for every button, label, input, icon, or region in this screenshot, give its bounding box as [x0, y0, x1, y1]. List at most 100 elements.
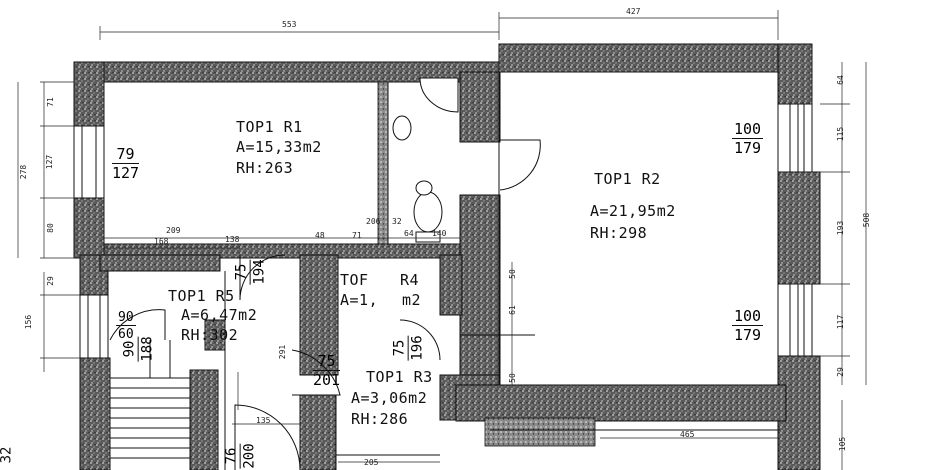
wall-left-upper — [73, 61, 105, 127]
window-mark-r2-lower: 100 179 — [732, 309, 764, 344]
dim-right-29: 29 — [835, 367, 845, 377]
door-mark-bottom: 76 200 — [224, 443, 258, 469]
wall-bottom-mid — [455, 384, 787, 422]
wall-right-mid — [777, 171, 821, 285]
dim-206: 206 — [366, 217, 381, 226]
staircase — [110, 340, 190, 459]
dim-r1-168: 168 — [154, 237, 169, 246]
dim-left-278: 278 — [19, 164, 29, 180]
door-mark-bottom-num: 76 — [224, 443, 241, 469]
basin — [415, 180, 433, 196]
door-mark-r3: 75 201 — [313, 354, 341, 389]
dim-right-117: 117 — [836, 314, 846, 330]
room-r4-area2: m2 — [402, 291, 422, 309]
wall-r3-left — [299, 394, 337, 470]
window-left-r1 — [73, 125, 105, 199]
door-mark-r3-num: 75 — [313, 354, 341, 371]
dim-right-115: 115 — [836, 126, 846, 142]
dim-v-291: 291 — [278, 344, 288, 360]
wall-right-upper — [777, 43, 813, 105]
dimension-lines — [17, 10, 867, 470]
door-mark-r4: 75 196 — [392, 335, 426, 361]
dim-left-29: 29 — [45, 276, 55, 286]
room-r5-area: A=6,47m2 — [181, 306, 258, 324]
window-right-lower — [789, 283, 813, 357]
dim-b-465: 465 — [680, 430, 695, 439]
door-arc-wc — [499, 139, 541, 191]
window-right-upper — [789, 103, 813, 173]
dim-140: 140 — [432, 229, 447, 238]
dim-48: 48 — [315, 231, 325, 240]
window-mark-r2-upper-den: 179 — [734, 139, 762, 157]
door-mark-r4-den: 196 — [409, 335, 426, 361]
room-r4-name2: R4 — [400, 271, 420, 289]
door-arc-r5 — [109, 309, 166, 341]
window-left-r5 — [79, 294, 109, 359]
door-mark-r3-den: 201 — [313, 371, 341, 389]
door-mark-r1-den: 194 — [251, 259, 268, 285]
door-arc-bottom — [234, 404, 301, 470]
wall-r5-top — [99, 254, 221, 272]
sink — [392, 115, 412, 141]
wall-wc-top — [459, 71, 501, 143]
walls — [73, 43, 821, 470]
dim-r1-209: 209 — [166, 226, 181, 235]
dim-32: 32 — [392, 217, 402, 226]
dim-left-71: 71 — [45, 97, 55, 107]
window-mark-r1-num: 79 — [112, 147, 140, 164]
dim-71: 71 — [352, 231, 362, 240]
dim-right-64: 64 — [835, 75, 845, 85]
window-mark-r2-upper-num: 100 — [732, 120, 764, 139]
doors — [109, 139, 541, 470]
windows — [73, 103, 813, 359]
dim-b-205: 205 — [364, 458, 379, 467]
dim-right-508: 508 — [862, 212, 872, 228]
dim-v-61: 61 — [507, 305, 517, 315]
room-r2-height: RH:298 — [590, 224, 648, 242]
room-r2-area: A=21,95m2 — [590, 202, 676, 220]
door-mark-r5-window-den: 60 — [118, 327, 134, 342]
window-mark-r1-den: 127 — [112, 164, 140, 182]
room-r3-name: TOP1 R3 — [366, 368, 433, 386]
dim-right-105: 105 — [838, 436, 848, 452]
door-mark-r1: 75 194 — [234, 259, 268, 285]
thin-lines — [103, 72, 780, 470]
toilet — [413, 191, 443, 233]
dim-v-50-top: 50 — [507, 269, 517, 279]
dim-top-left: 553 — [282, 20, 297, 29]
room-r2-name: TOP1 R2 — [594, 170, 661, 188]
dim-top-right: 427 — [626, 7, 641, 16]
dim-b-135: 135 — [256, 416, 271, 425]
door-mark-bottom-den: 200 — [241, 443, 258, 469]
wall-bottom-strip — [484, 417, 596, 447]
door-arc-r4 — [399, 319, 441, 361]
wall-mid-corridor — [459, 194, 501, 381]
corner-text: 32 — [0, 446, 15, 464]
wall-r4-right — [439, 254, 463, 316]
door-arc-r1 — [239, 254, 286, 301]
room-r1-area: A=15,33m2 — [236, 138, 322, 156]
dim-right-193: 193 — [836, 220, 846, 236]
wall-left-mid — [73, 197, 105, 259]
room-r4-area: A=1, — [340, 291, 379, 309]
room-r3-height: RH:286 — [351, 410, 409, 428]
wall-top-right — [498, 43, 813, 73]
dim-v-50-bottom: 50 — [507, 373, 517, 383]
shower — [419, 77, 459, 113]
window-mark-r1: 79 127 — [112, 147, 140, 182]
window-mark-r2-lower-den: 179 — [734, 326, 762, 344]
wall-r4-left — [299, 254, 339, 376]
window-mark-r2-upper: 100 179 — [732, 120, 764, 157]
wall-left-bottom — [79, 357, 111, 470]
room-r1-height: RH:263 — [236, 159, 294, 177]
dim-64: 64 — [404, 229, 414, 238]
room-r3-area: A=3,06m2 — [351, 389, 428, 407]
dim-left-156: 156 — [24, 314, 34, 330]
door-mark-r4-num: 75 — [392, 335, 409, 361]
dim-left-127: 127 — [45, 154, 55, 170]
room-r1-name: TOP1 R1 — [236, 118, 303, 136]
door-mark-r5-den: 188 — [139, 336, 156, 362]
dim-138: 138 — [225, 235, 240, 244]
room-r5-name: TOP1 R5 — [168, 287, 235, 305]
